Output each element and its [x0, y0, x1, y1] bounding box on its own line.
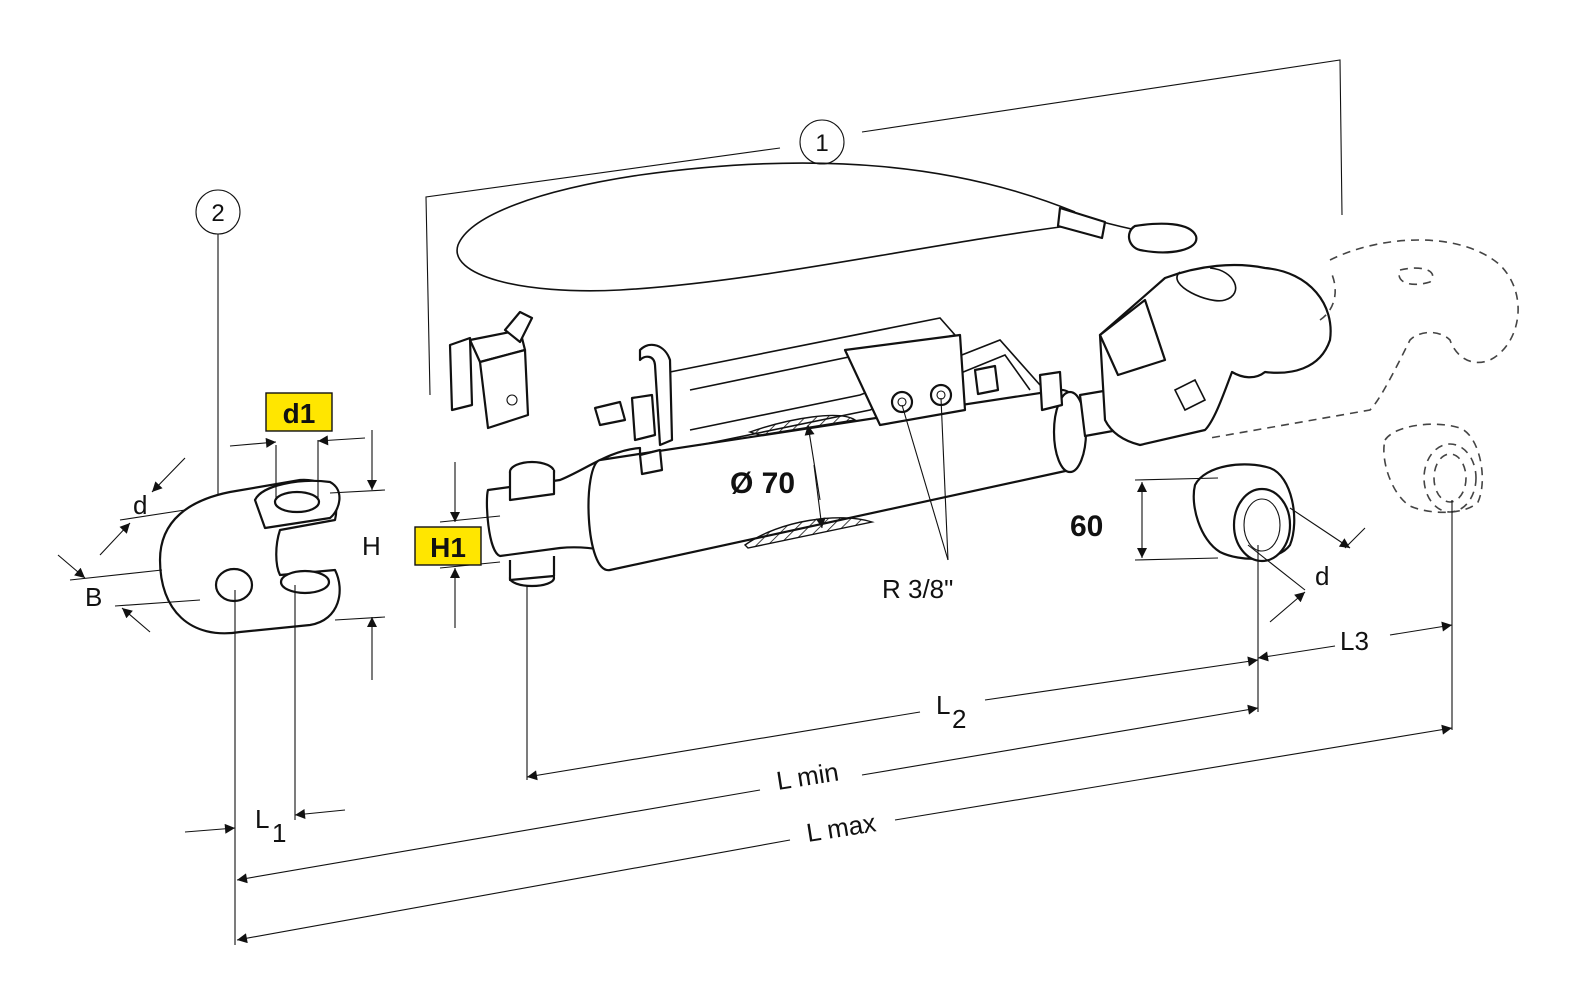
H1-label: H1	[430, 532, 466, 563]
H-label: H	[362, 531, 381, 561]
callout-2-label: 2	[211, 200, 224, 227]
Lmax-label: L max	[804, 807, 878, 848]
ball-sleeve-solid	[1192, 463, 1296, 563]
d1-highlight-box	[265, 392, 333, 432]
d-ball-label: d	[1315, 561, 1329, 591]
H1-highlight-box	[414, 526, 482, 566]
safety-cable	[456, 162, 1198, 292]
L1-sub: 1	[272, 818, 286, 848]
clevis-fork	[158, 478, 341, 635]
L2-label: L 2	[936, 690, 966, 734]
L1-label: L 1	[255, 804, 286, 848]
quick-hook	[1098, 263, 1332, 447]
H1-highlight: H1	[414, 526, 482, 566]
thread-label: R 3/8"	[882, 574, 953, 604]
dimension-lines	[57, 397, 1453, 945]
diameter-label: Ø 70	[730, 467, 795, 500]
L3-label: L3	[1340, 626, 1369, 656]
L2-main: L	[936, 690, 950, 720]
L1-main: L	[255, 804, 269, 834]
dashed-hook-outline	[1209, 239, 1519, 439]
d-clevis-label: d	[133, 490, 147, 520]
spring-clip	[448, 310, 534, 430]
Lmin-label: L min	[774, 756, 841, 795]
callout-1-label: 1	[815, 130, 828, 157]
sixty-label: 60	[1070, 510, 1103, 543]
B-label: B	[85, 582, 102, 612]
L2-sub: 2	[952, 704, 966, 734]
hydraulic-cylinder	[485, 317, 1187, 588]
ball-sleeve-dashed	[1383, 423, 1484, 514]
callout-2-group: 2	[195, 189, 241, 510]
d1-highlight: d1	[265, 392, 333, 432]
d1-label: d1	[283, 398, 316, 429]
callout-1-bracket: 1	[425, 59, 1343, 396]
